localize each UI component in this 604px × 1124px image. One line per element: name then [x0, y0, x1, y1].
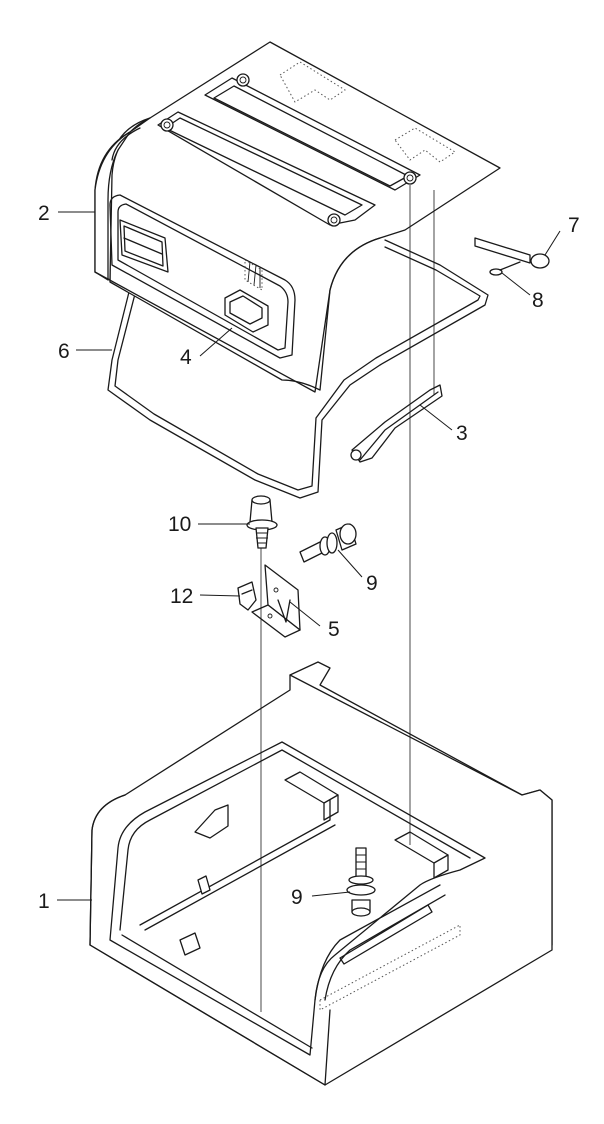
callout-8: 8	[532, 289, 544, 312]
wire-frame-part-6	[107, 239, 489, 499]
pin-part-7	[474, 237, 550, 269]
callout-9-upper: 9	[366, 572, 378, 595]
leader-lines	[57, 211, 561, 901]
callout-5: 5	[328, 618, 340, 641]
callout-10: 10	[168, 513, 191, 536]
callout-4: 4	[180, 346, 192, 369]
callout-2: 2	[38, 202, 50, 225]
callout-7: 7	[568, 214, 580, 237]
callout-12: 12	[170, 585, 193, 608]
callout-9-lower: 9	[291, 886, 303, 909]
callout-3: 3	[456, 422, 468, 445]
latch-part-4	[224, 259, 269, 333]
callout-6: 6	[58, 340, 70, 363]
bolt-part-9-upper	[299, 523, 357, 563]
clip-part-8	[489, 261, 521, 276]
bracket-part-5	[251, 564, 301, 638]
hinge-arm-part-3	[350, 384, 443, 463]
clamp-part-12	[237, 581, 257, 611]
assembly-lines	[260, 185, 435, 1012]
top-cover-part-2	[94, 41, 501, 393]
callout-1: 1	[38, 890, 50, 913]
bolt-part-10	[246, 495, 278, 549]
base-frame-part-1	[89, 661, 553, 1086]
